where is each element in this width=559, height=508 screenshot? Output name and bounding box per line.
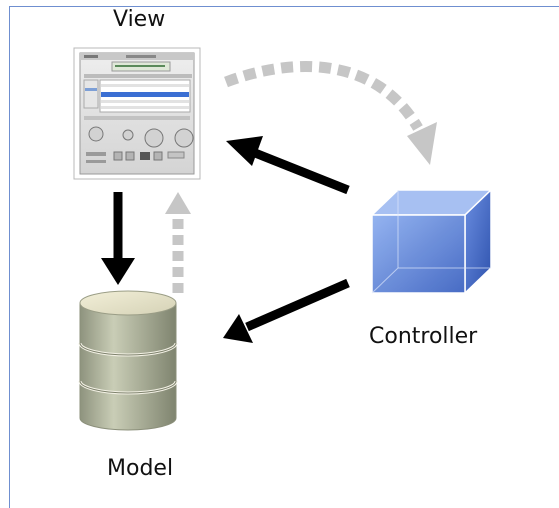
edge-view-to-controller [224,60,437,165]
model-label: Model [107,456,174,481]
edge-view-to-model [101,192,135,285]
edge-controller-to-model [223,278,350,343]
view-label: View [113,7,166,32]
edge-model-to-view [165,192,191,293]
app-window-icon [73,47,201,180]
controller-label: Controller [369,324,478,349]
database-icon [78,290,178,431]
frame-top-border [9,6,559,7]
cube-icon [370,188,493,295]
edge-controller-to-view [226,136,350,195]
frame-left-border [9,6,10,508]
